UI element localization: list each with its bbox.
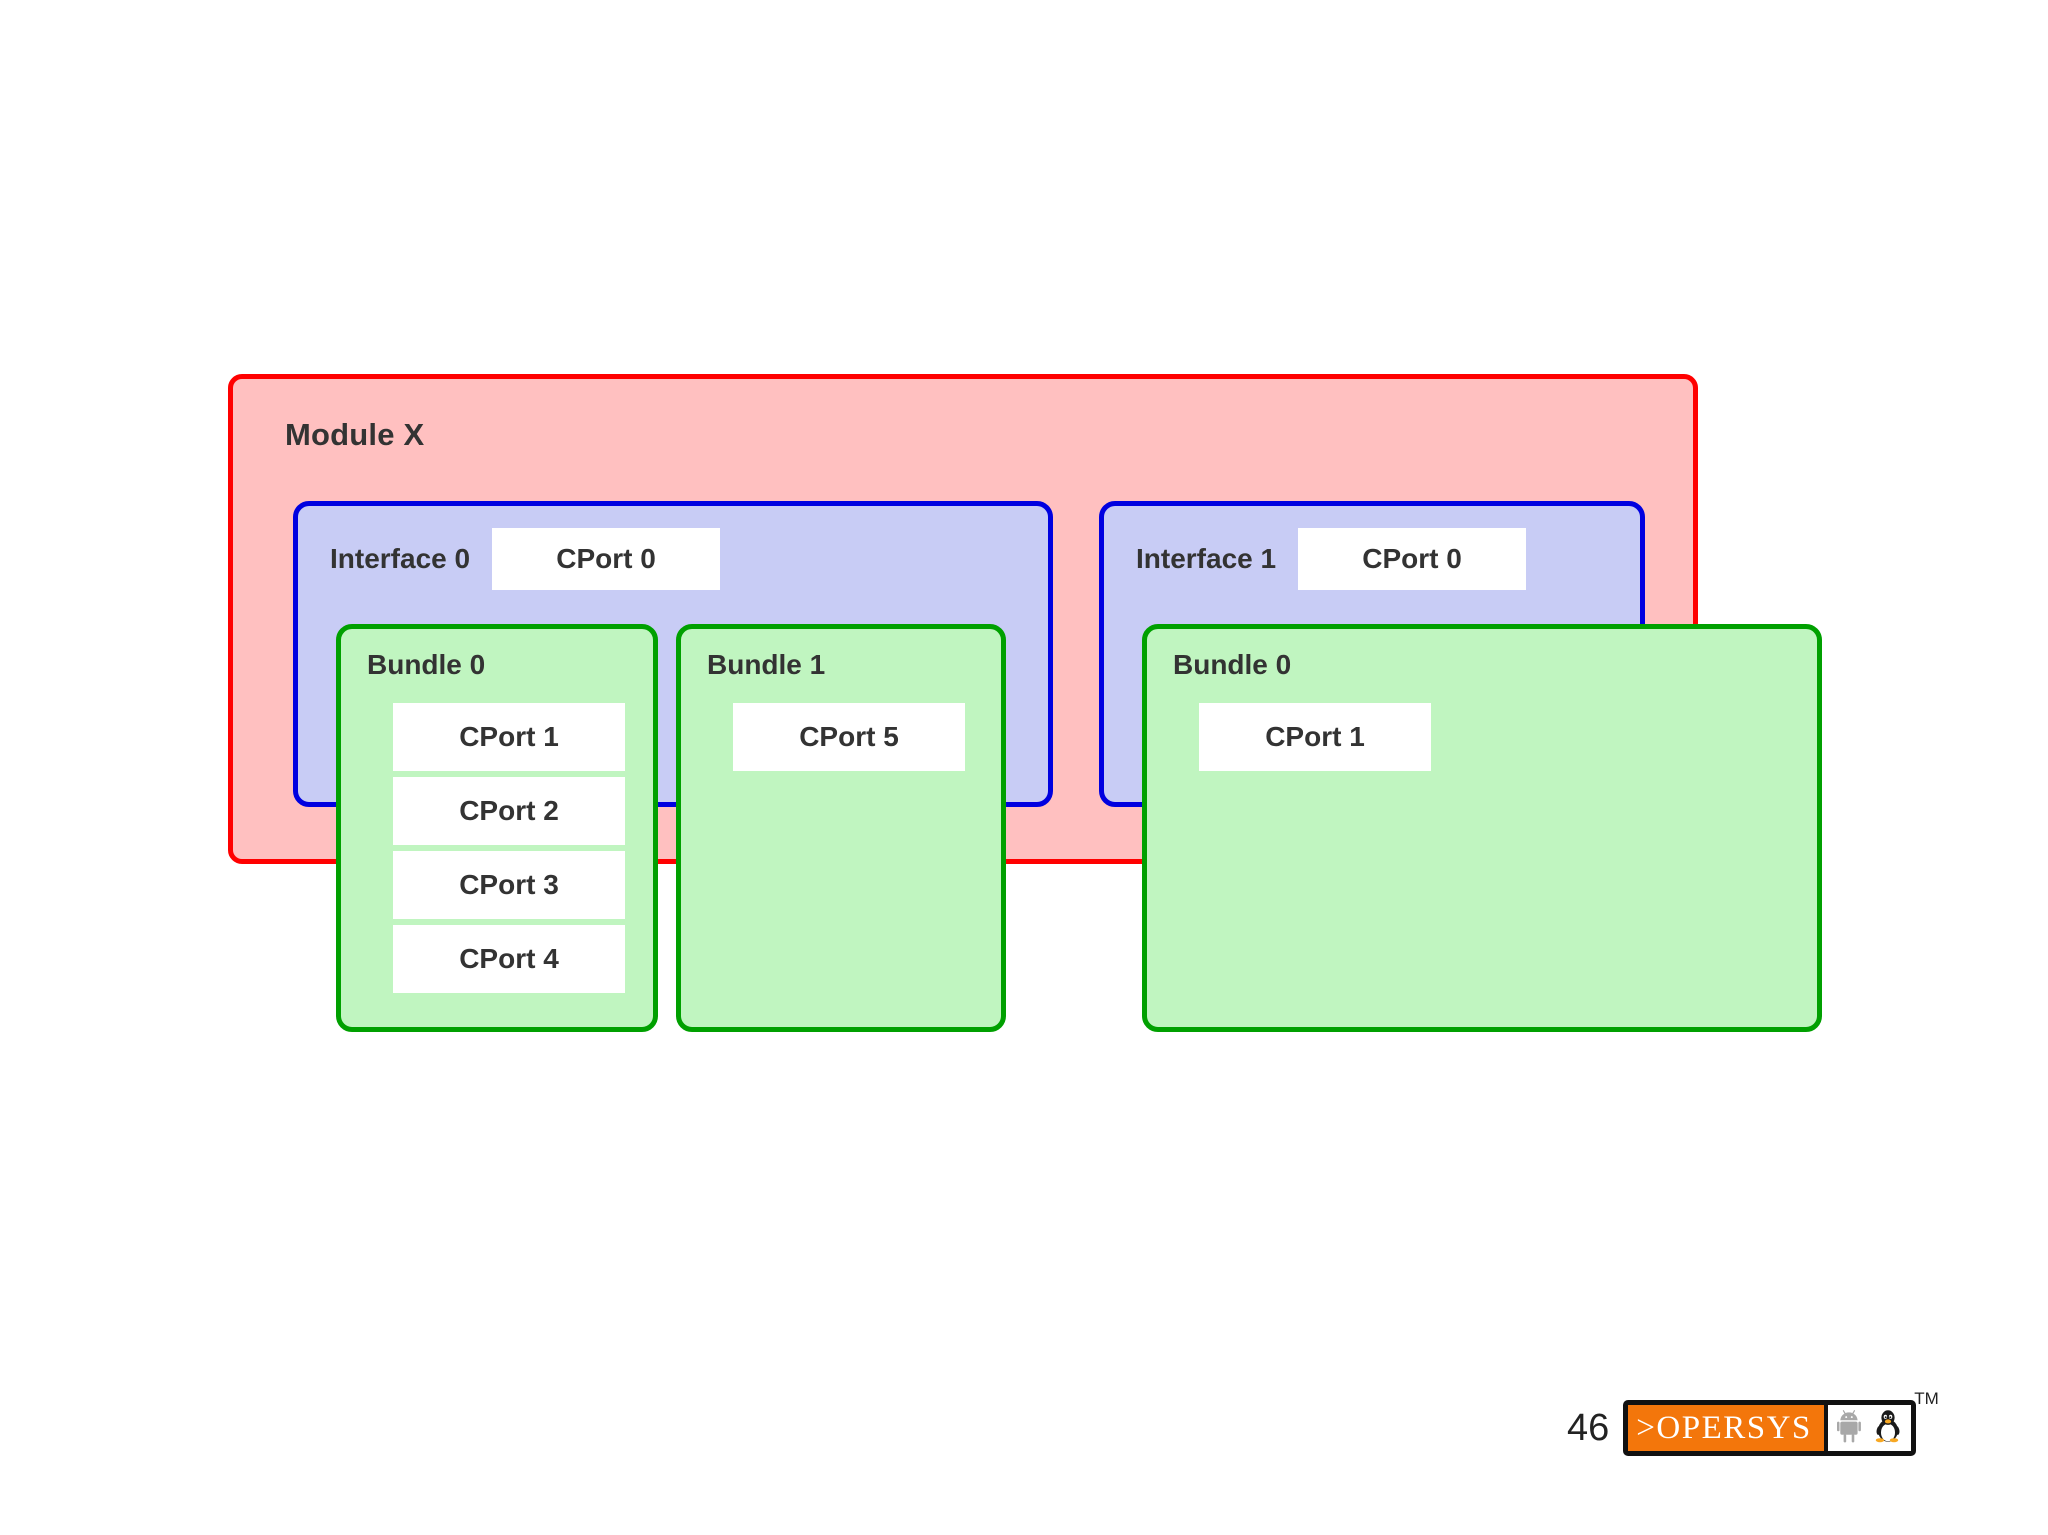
cport-chip: CPort 5 xyxy=(733,703,965,771)
bundle-1-0-cport-list: CPort 1 xyxy=(1199,703,1431,771)
opersys-wordmark: >OPERSYS xyxy=(1628,1405,1824,1451)
cport-chip: CPort 1 xyxy=(1199,703,1431,771)
page-number: 46 xyxy=(1567,1406,1610,1449)
interface-0-label: Interface 0 xyxy=(330,543,471,574)
bundle-0-0-label: Bundle 0 xyxy=(367,649,486,680)
module-title: Module X xyxy=(285,417,425,452)
trademark-mark: TM xyxy=(1914,1389,1939,1408)
interface-box-0: Interface 0 CPort 0 Bundle 0 CPort 1 CPo… xyxy=(293,501,1053,1032)
linux-penguin-icon xyxy=(1874,1409,1902,1448)
interface-0-cport-chip: CPort 0 xyxy=(492,528,721,590)
cport-chip: CPort 1 xyxy=(393,703,625,771)
cport-chip: CPort 2 xyxy=(393,777,625,845)
bundle-box-0-0: Bundle 0 CPort 1 CPort 2 CPort 3 CPort 4 xyxy=(336,624,658,1032)
cport-chip: CPort 3 xyxy=(393,851,625,919)
interface-box-1: Interface 1 CPort 0 Bundle 0 CPort 1 xyxy=(1099,501,1822,1032)
bundle-0-1-cport-list: CPort 5 xyxy=(733,703,965,771)
interface-1-header: Interface 1 CPort 0 xyxy=(1136,528,1527,590)
opersys-logo: >OPERSYS xyxy=(1623,1389,1939,1456)
interface-1-label: Interface 1 xyxy=(1136,543,1277,574)
bundle-box-0-1: Bundle 1 CPort 5 xyxy=(676,624,1006,1032)
interface-0-header: Interface 0 CPort 0 xyxy=(330,528,721,590)
interface-1-cport-chip: CPort 0 xyxy=(1298,528,1527,590)
android-robot-icon xyxy=(1836,1409,1867,1448)
logo-icon-group xyxy=(1823,1405,1911,1451)
cport-chip: CPort 4 xyxy=(393,925,625,993)
module-box: Module X Interface 0 CPort 0 Bundle 0 CP… xyxy=(228,374,1822,1032)
bundle-0-1-label: Bundle 1 xyxy=(707,649,826,680)
bundle-0-0-cport-list: CPort 1 CPort 2 CPort 3 CPort 4 xyxy=(393,703,625,993)
bundle-1-0-label: Bundle 0 xyxy=(1173,649,1292,680)
bundle-box-1-0: Bundle 0 CPort 1 xyxy=(1142,624,1822,1032)
slide-footer: 46 >OPERSYS xyxy=(1567,1389,1939,1456)
